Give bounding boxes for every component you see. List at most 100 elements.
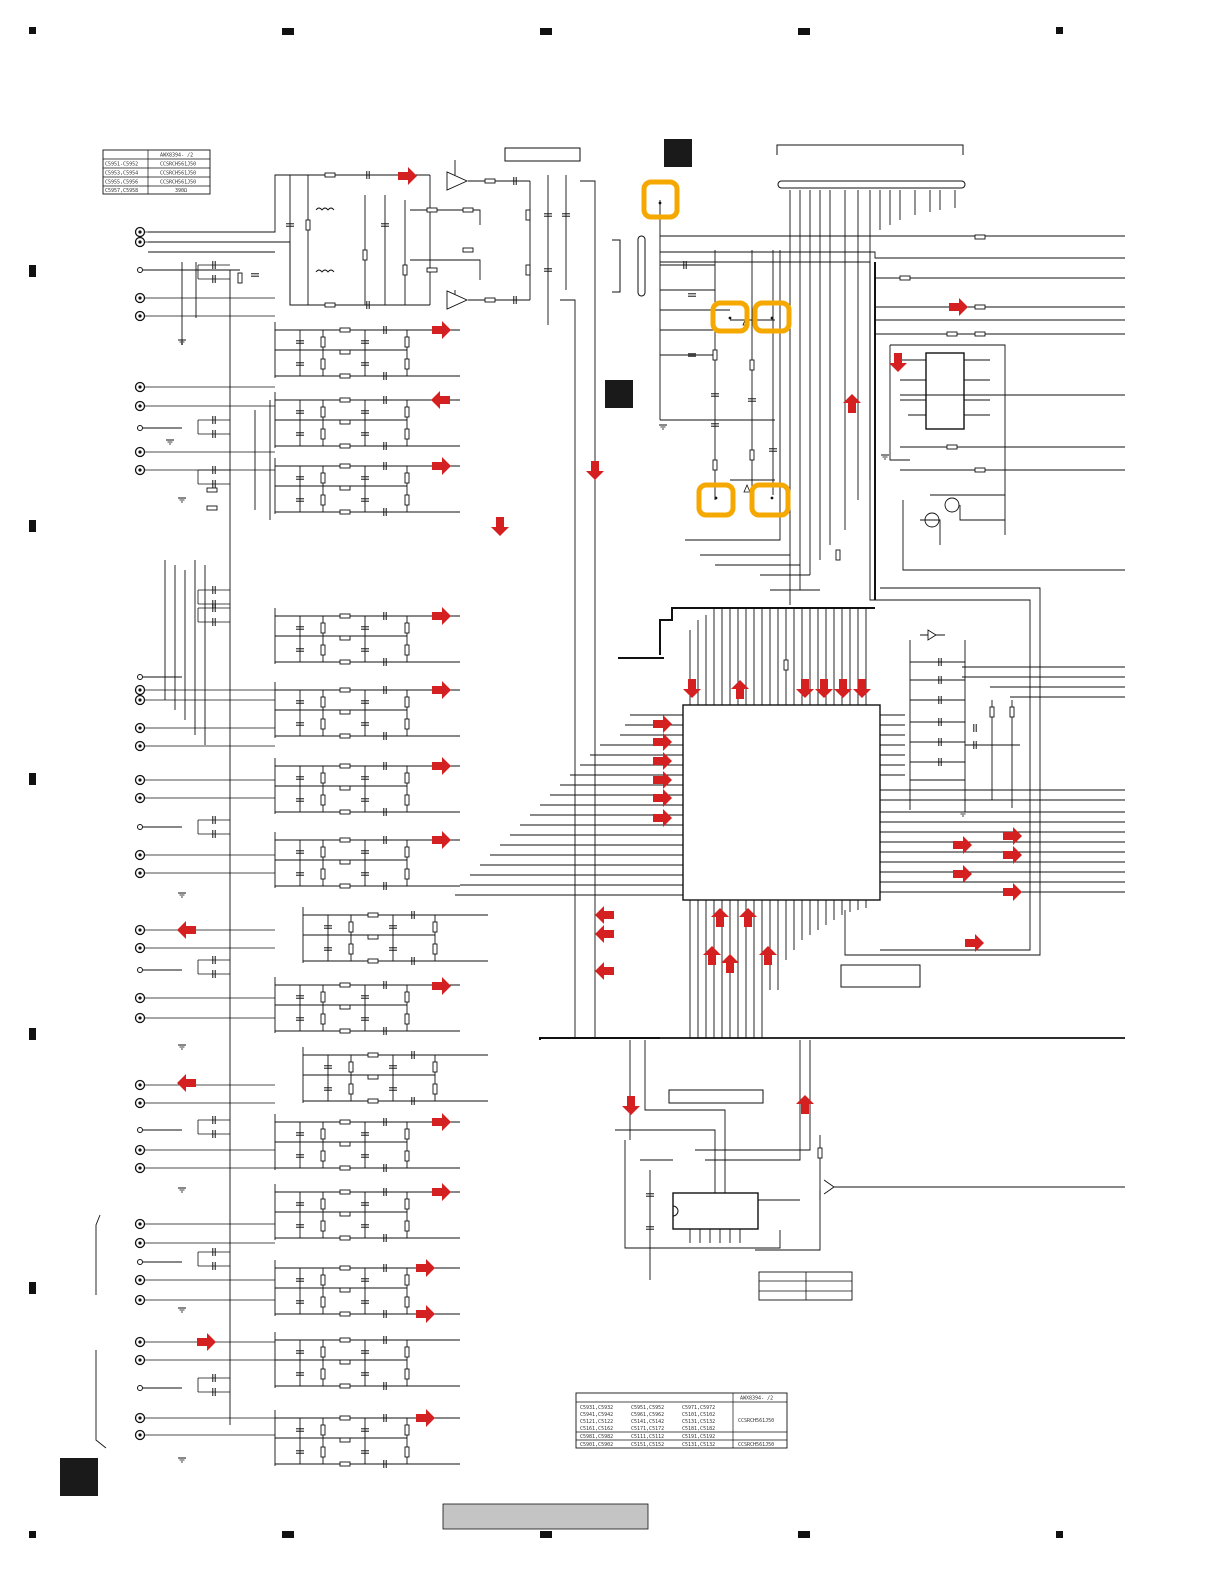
ic-pins (455, 608, 1125, 1038)
red-signal-arrow-icon (953, 836, 972, 854)
svg-text:CCSRCH561J50: CCSRCH561J50 (738, 1442, 774, 1448)
red-signal-arrow-icon (595, 906, 614, 924)
red-signal-arrow-icon (595, 925, 614, 943)
red-signal-arrow-icon (432, 607, 451, 625)
svg-text:CCSRCH561J50: CCSRCH561J50 (160, 171, 196, 177)
rca-jack-icon (137, 674, 182, 680)
right-cap-parts (938, 657, 1015, 767)
highlight-marker-icon (749, 482, 791, 518)
regulator-circuit (659, 190, 956, 605)
red-signal-arrow-icon (416, 1259, 435, 1277)
red-signal-arrow-icon (953, 865, 972, 883)
red-signal-arrow-icon (721, 954, 739, 973)
right-opamp-block (889, 344, 1125, 571)
filter-channel-row (274, 682, 460, 741)
highlight-marker-icon (641, 179, 680, 220)
svg-text:C5957,C5958: C5957,C5958 (105, 188, 138, 194)
lower-ic-circuit (615, 1040, 835, 1280)
red-signal-arrow-icon (622, 1096, 640, 1115)
left-small-parts (165, 272, 260, 1463)
filter-channel-row (274, 977, 460, 1036)
opamp-components (285, 170, 571, 310)
coupling-cap-pair (197, 465, 230, 489)
red-signal-arrow-icon (653, 733, 672, 751)
filter-channel-row (274, 322, 460, 381)
red-signal-arrow-icon (431, 391, 450, 409)
filter-channel-row (274, 1114, 460, 1173)
svg-text:C5951,C5952: C5951,C5952 (631, 1405, 664, 1411)
registration-marks (29, 27, 1063, 1538)
filter-channel-row (274, 392, 460, 451)
svg-text:C5951-C5952: C5951-C5952 (105, 162, 138, 168)
svg-text:C5953,C5954: C5953,C5954 (105, 171, 138, 177)
red-signal-arrow-icon (653, 789, 672, 807)
svg-text:C5955,C5956: C5955,C5956 (105, 180, 138, 186)
red-signal-arrow-icon (653, 771, 672, 789)
svg-text:AWX8394- /2: AWX8394- /2 (740, 1396, 773, 1402)
red-signal-arrow-icon (653, 809, 672, 827)
red-signal-arrow-icon (432, 1183, 451, 1201)
coupling-cap-pair (197, 815, 230, 839)
highlight-marker-icon (710, 300, 750, 334)
coupling-cap-pair (197, 415, 230, 439)
red-signal-arrow-icon (949, 298, 968, 316)
red-signal-arrow-icon (1003, 846, 1022, 864)
integrated-circuits (672, 352, 965, 1230)
svg-text:C5901,C5902: C5901,C5902 (580, 1442, 613, 1448)
red-signal-arrow-icon (834, 679, 852, 698)
red-signal-arrow-icon (432, 457, 451, 475)
footer-bar (442, 1503, 649, 1530)
red-signal-arrow-icon (432, 1113, 451, 1131)
coupling-cap-pair (197, 585, 230, 609)
svg-text:C5131,C5132: C5131,C5132 (682, 1419, 715, 1425)
red-signal-arrow-icon (177, 921, 196, 939)
red-signal-arrow-icon (586, 461, 604, 480)
right-cap-block (909, 629, 1020, 812)
rca-jack-icon (137, 1259, 182, 1265)
svg-text:C5181,C5182: C5181,C5182 (682, 1426, 715, 1432)
filter-channel-row (274, 1184, 460, 1243)
label-boxes (504, 144, 966, 1104)
red-signal-arrow-icon (1003, 883, 1022, 901)
red-signal-arrow-icon (653, 715, 672, 733)
left-rails (95, 231, 275, 1449)
opamp-filter-block (148, 160, 596, 1038)
coupling-cap-pair (197, 1115, 230, 1139)
table-header: AWX8394- /2 (160, 153, 193, 159)
svg-text:C5971,C5972: C5971,C5972 (682, 1405, 715, 1411)
svg-text:C5961,C5962: C5961,C5962 (631, 1412, 664, 1418)
rca-jack-icon (137, 967, 182, 973)
red-signal-arrow-icon (177, 1074, 196, 1092)
rca-jack-icon (137, 425, 182, 431)
highlight-markers (641, 179, 792, 518)
red-signal-arrow-icon (432, 757, 451, 775)
filter-channel-row (274, 608, 460, 667)
svg-text:C5981,C5982: C5981,C5982 (580, 1434, 613, 1440)
red-signal-arrow-icon (796, 679, 814, 698)
filter-channel-row (274, 1410, 460, 1469)
input-jacks[interactable] (134, 226, 276, 1441)
red-signal-arrow-icon (432, 831, 451, 849)
svg-text:CCSRCH561J50: CCSRCH561J50 (160, 162, 196, 168)
filter-channel-row (274, 1332, 460, 1391)
svg-text:C5111,C5112: C5111,C5112 (631, 1434, 664, 1440)
red-signal-arrow-icon (889, 353, 907, 372)
highlight-marker-icon (752, 300, 792, 334)
red-signal-arrow-icon (416, 1305, 435, 1323)
svg-text:C5191,C5192: C5191,C5192 (682, 1434, 715, 1440)
red-signal-arrow-icon (491, 517, 509, 536)
red-signal-arrow-icon (416, 1409, 435, 1427)
svg-text:C5941,C5942: C5941,C5942 (580, 1412, 613, 1418)
filter-channel-row (302, 1047, 488, 1106)
red-signal-arrow-icon (398, 167, 417, 185)
highlight-marker-icon (696, 482, 736, 518)
red-signal-arrow-icon (197, 1333, 216, 1351)
svg-text:C5171,C5172: C5171,C5172 (631, 1426, 664, 1432)
filter-channel-row (274, 832, 460, 891)
rca-jack-icon (137, 1127, 182, 1133)
filter-channel-row (274, 758, 460, 817)
coupling-cap-pair (197, 1373, 230, 1397)
svg-text:CCSRCH561J50: CCSRCH561J50 (160, 180, 196, 186)
svg-text:C5141,C5142: C5141,C5142 (631, 1419, 664, 1425)
